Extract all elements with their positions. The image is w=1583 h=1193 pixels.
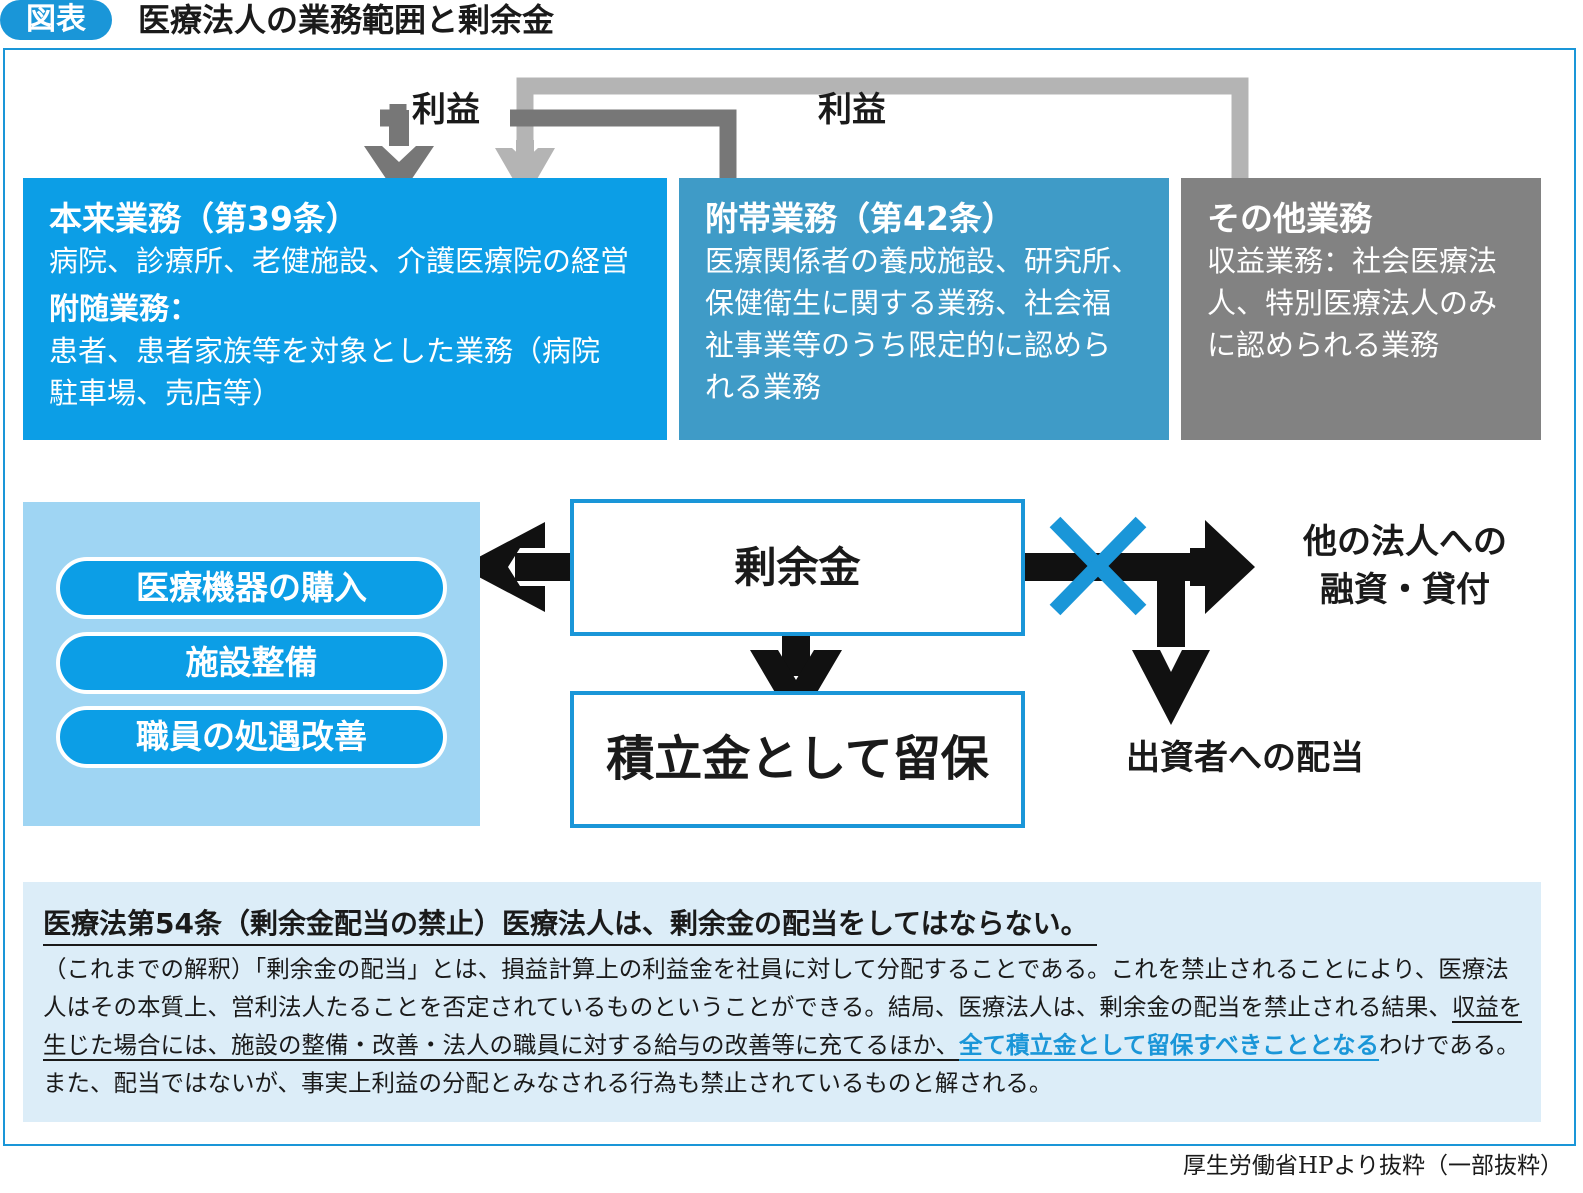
other-business-box: その他業務 収益業務：社会医療法 人、特別医療法人のみ に認められる業務 [1181,178,1541,440]
profit-arrowhead-other [495,148,555,200]
other-business-line: 収益業務：社会医療法 [1207,244,1498,278]
core-business-box: 本来業務（第39条） 病院、診療所、老健施設、介護医療院の経営 附随業務： 患者… [23,178,667,440]
incidental-business-line: 駐車場、売店等） [49,376,282,410]
core-business-text: 病院、診療所、老健施設、介護医療院の経営 [49,244,630,278]
other-business-line: 人、特別医療法人のみ [1207,286,1498,320]
surplus-box: 剰余金 [570,499,1025,636]
arrow-to-reserve [750,650,842,728]
source-note: 厚生労働省HPより抜粋（一部抜粋） [1182,1153,1563,1179]
law-underlined-text: 収益を生じた場合には、施設の整備・改善・法人の職員に対する給与の改善等に充てるほ… [43,993,1523,1061]
law-highlight-text: 全て積立金として留保すべきこととなる [959,1031,1379,1061]
use-item-equipment: 医療機器の購入 [56,557,447,619]
arrow-to-dividend [1132,650,1210,725]
profit-label-left: 利益 [412,90,480,130]
other-business-title: その他業務 [1207,199,1372,238]
other-business-line: に認められる業務 [1207,328,1440,362]
incidental-business-title: 附随業務： [49,292,199,327]
ancillary-business-line: 祉事業等のうち限定的に認めら [705,328,1112,362]
use-item-facilities: 施設整備 [56,632,447,694]
reserve-box: 積立金として留保 [570,691,1025,828]
ancillary-business-box: 附帯業務（第42条） 医療関係者の養成施設、研究所、 保健衛生に関する業務、社会… [679,178,1169,440]
ancillary-business-line: 医療関係者の養成施設、研究所、 [705,244,1141,278]
loans-label: 他の法人への 融資・貸付 [1275,518,1535,614]
incidental-business-line: 患者、患者家族等を対象とした業務（病院 [49,334,601,368]
loans-label-line: 他の法人への [1303,522,1507,562]
profit-arrowhead-ancillary [364,146,434,198]
arrow-to-loans [1190,520,1255,614]
law-note: 医療法第54条（剰余金配当の禁止）医療法人は、剰余金の配当をしてはならない。 （… [23,882,1541,1122]
law-heading: 医療法第54条（剰余金配当の禁止）医療法人は、剰余金の配当をしてはならない。 [43,904,1097,946]
core-business-title: 本来業務（第39条） [49,199,359,238]
loans-label-line: 融資・貸付 [1320,570,1490,610]
ancillary-business-line: 保健衛生に関する業務、社会福 [705,286,1112,320]
figure-tag: 図表 [0,0,112,40]
ancillary-business-line: れる業務 [705,370,822,404]
profit-arrow-other [516,77,1249,188]
prohibited-cross-icon [1049,516,1147,616]
figure-title: 医療法人の業務範囲と剰余金 [138,1,555,39]
law-text-end: わけである。また、配当ではないが、事実上利益の分配とみなされる行為も禁止されてい… [43,1031,1520,1097]
profit-label-right: 利益 [818,90,886,130]
ancillary-business-title: 附帯業務（第42条） [705,199,1015,238]
use-item-staff: 職員の処遇改善 [56,706,447,768]
dividend-label: 出資者への配当 [1126,738,1364,778]
law-body: （これまでの解釈）「剰余金の配当」とは、損益計算上の利益金を社員に対して分配する… [43,950,1523,1102]
diagram-frame [3,48,1576,1146]
arrow-to-uses [460,522,545,612]
law-text: （これまでの解釈）「剰余金の配当」とは、損益計算上の利益金を社員に対して分配する… [43,955,1509,1021]
